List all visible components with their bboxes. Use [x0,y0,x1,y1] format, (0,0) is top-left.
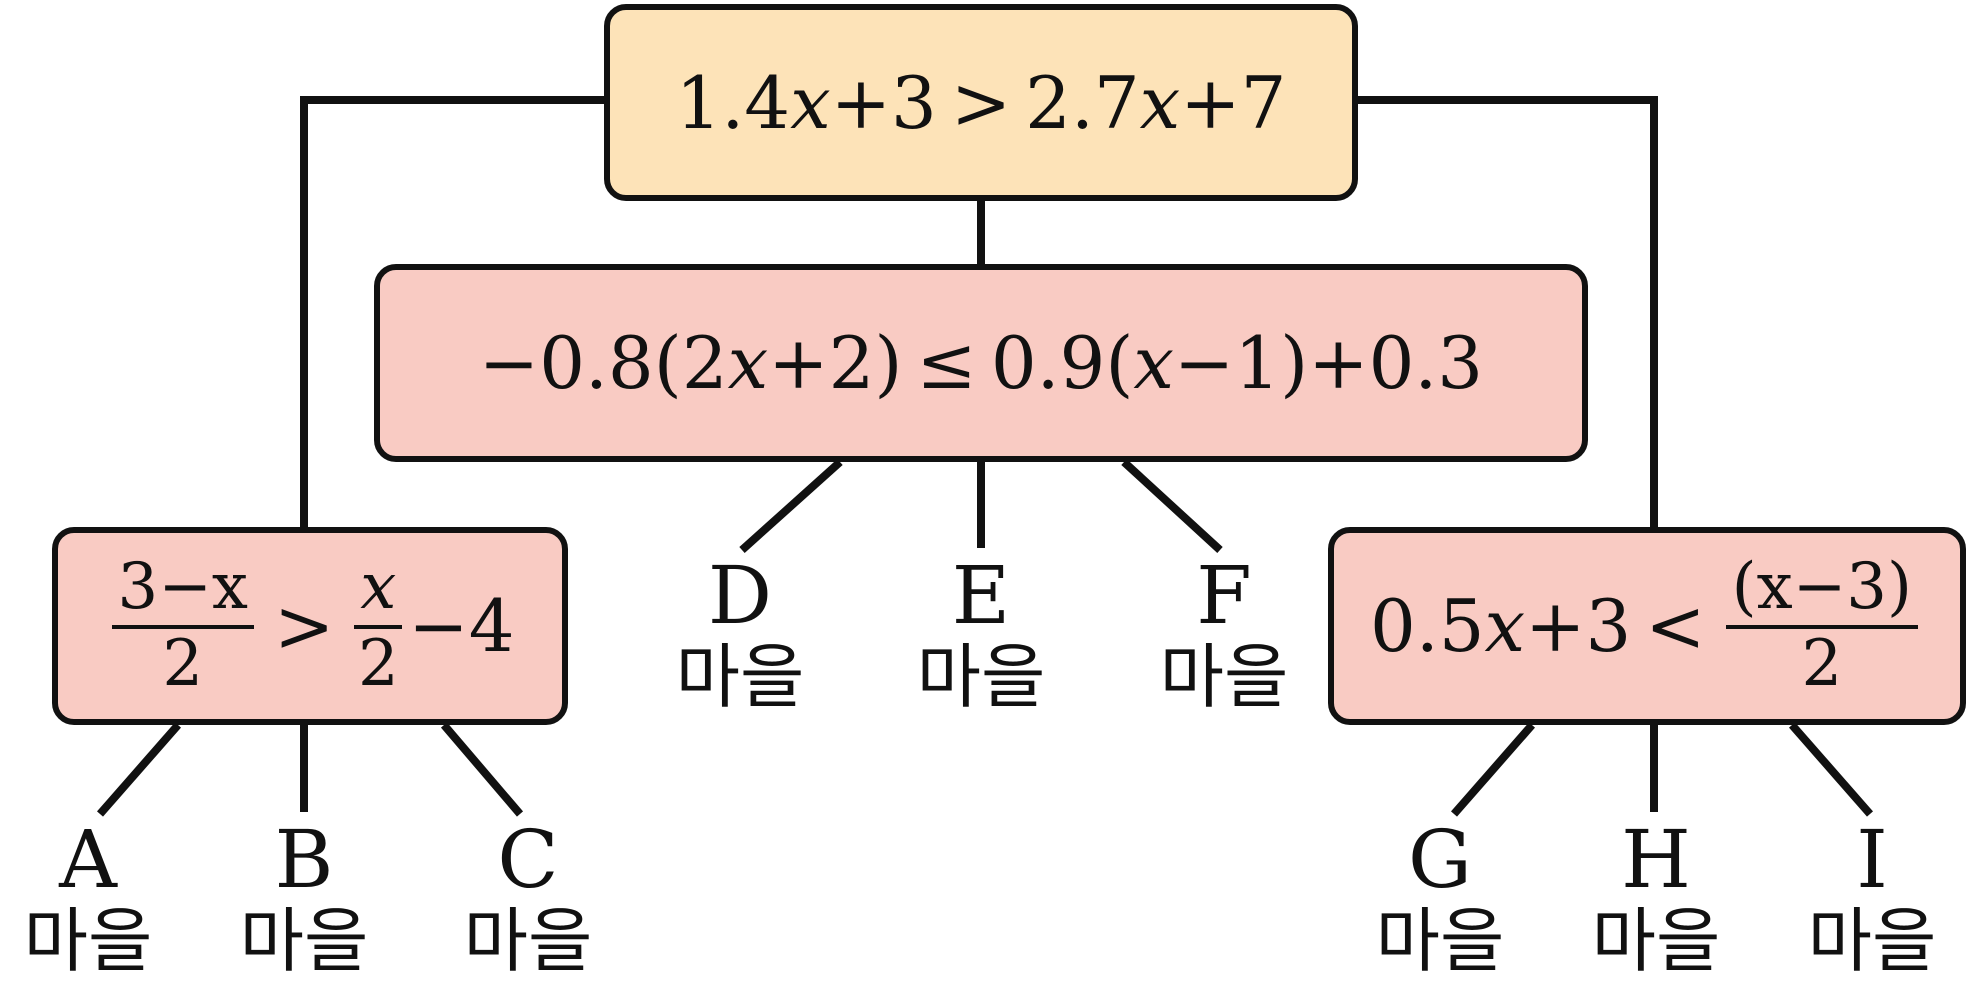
expr-variable: x [727,321,769,405]
village-word: 마을 [916,636,1046,718]
expr-part: −0.8(2 [478,321,728,405]
village-a-label: A 마을 [0,813,188,982]
village-letter: H [1621,813,1691,906]
expr-part: 2.7 [1025,60,1140,145]
fraction-numerator: 3−x [111,553,254,629]
expr-part: +3 [1525,584,1632,668]
expr-variable: x [1139,60,1181,145]
village-e-label: E 마을 [881,549,1081,718]
fraction-left-2: x 2 [354,553,403,701]
expr-variable: x [1133,321,1175,405]
fraction-denominator: 2 [162,627,204,701]
village-word: 마을 [1159,636,1289,718]
village-letter: I [1856,813,1888,906]
village-word: 마을 [1591,900,1721,982]
expr-operator: > [950,60,1012,145]
fraction-left-1: 3−x 2 [111,553,254,701]
middle-inequality-box: −0.8(2 x +2) ≤ 0.9( x −1)+0.3 [374,264,1588,462]
expr-part: 0.5 [1370,584,1485,668]
village-h-label: H 마을 [1556,813,1756,982]
expr-part: +2) [768,321,903,405]
village-g-label: G 마을 [1340,813,1540,982]
fraction-numerator: x [354,553,403,629]
middle-inequality: −0.8(2 x +2) ≤ 0.9( x −1)+0.3 [479,321,1483,405]
village-word: 마을 [1807,900,1937,982]
village-d-label: D 마을 [640,549,840,718]
expr-variable: x [790,60,831,145]
village-letter: D [707,549,773,642]
line-left-to-C [440,722,524,817]
village-word: 마을 [463,900,593,982]
line-top-to-right [1358,96,1658,527]
top-inequality: 1.4 x +3 > 2.7 x +7 [676,61,1287,145]
village-f-label: F 마을 [1124,549,1324,718]
left-inequality-box: 3−x 2 > x 2 −4 [52,527,568,725]
top-inequality-box: 1.4 x +3 > 2.7 x +7 [604,4,1358,201]
expr-part: 0.9( [990,321,1134,405]
fraction-numerator: (x−3) [1725,553,1918,629]
line-left-to-A [96,722,182,817]
line-right-to-G [1450,722,1536,817]
village-word: 마을 [1375,900,1505,982]
fraction-denominator: 2 [357,627,399,701]
right-inequality-box: 0.5 x +3 < (x−3) 2 [1328,527,1966,725]
right-inequality: 0.5 x +3 < (x−3) 2 [1370,553,1924,701]
village-letter: F [1196,549,1252,642]
expr-variable: x [1484,584,1526,668]
expr-part: +3 [830,60,937,145]
expr-part: +7 [1180,60,1287,145]
line-middle-to-F [1121,459,1223,553]
left-inequality: 3−x 2 > x 2 −4 [106,553,515,701]
village-letter: C [497,813,559,906]
village-letter: E [951,549,1011,642]
village-word: 마을 [239,900,369,982]
expr-part: 1.4 [675,60,791,145]
village-word: 마을 [675,636,805,718]
village-letter: A [59,813,117,906]
line-right-to-I [1788,722,1874,817]
expr-operator: < [1645,584,1706,668]
fraction-right: (x−3) 2 [1725,553,1918,701]
line-middle-to-D [739,459,843,553]
expr-part: −4 [408,584,515,668]
expr-operator: > [273,584,335,668]
village-i-label: I 마을 [1772,813,1969,982]
village-word: 마을 [23,900,153,982]
village-b-label: B 마을 [204,813,404,982]
village-c-label: C 마을 [428,813,628,982]
village-letter: G [1408,813,1472,906]
expr-part: −1)+0.3 [1174,321,1484,405]
line-top-to-left [300,96,604,527]
fraction-denominator: 2 [1801,627,1843,701]
village-letter: B [274,813,334,906]
expr-operator: ≤ [916,321,977,405]
